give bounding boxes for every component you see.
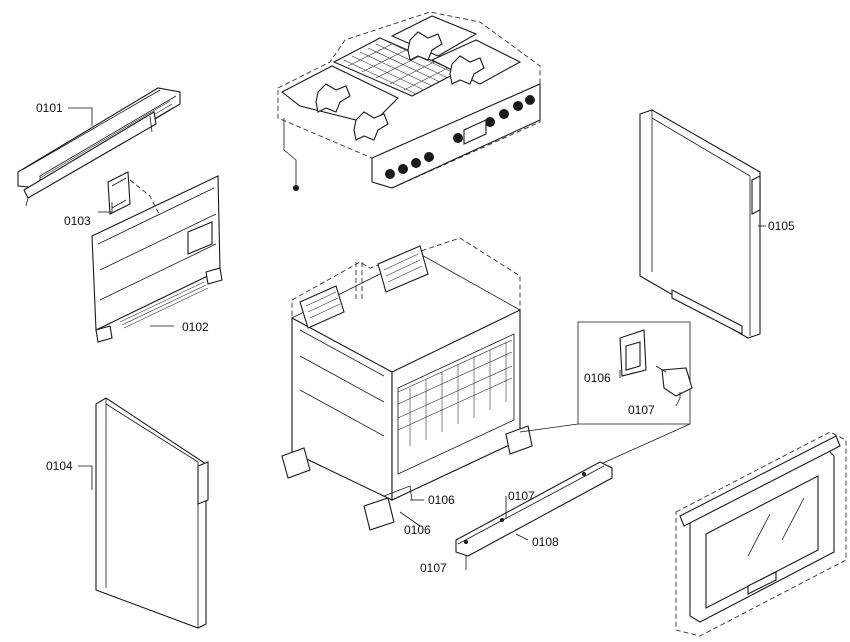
part-0101-trim-strip <box>17 87 181 207</box>
label-0106-callout: 0106 <box>584 371 611 385</box>
label-0101: 0101 <box>36 101 63 115</box>
label-0104: 0104 <box>46 459 73 473</box>
label-0107-rail: 0107 <box>508 489 535 503</box>
label-0102: 0102 <box>182 320 209 334</box>
part-0104-left-side-panel <box>95 397 209 629</box>
part-0102-rear-panel <box>91 175 223 343</box>
label-0107-callout: 0107 <box>628 403 655 417</box>
part-0105-right-side-panel <box>639 109 761 339</box>
cooktop-assembly <box>277 11 541 191</box>
label-0103: 0103 <box>64 214 91 228</box>
detail-callout-box <box>519 321 693 469</box>
label-0106-upper: 0106 <box>428 493 455 507</box>
label-0105: 0105 <box>768 219 795 233</box>
leader-lines <box>68 107 766 570</box>
part-0108-trim-rail <box>455 461 613 557</box>
chassis-oven-body <box>281 237 533 531</box>
label-0106-lower: 0106 <box>404 523 431 537</box>
part-labels: 0101 0103 0102 0104 0105 0106 0107 0106 … <box>36 101 795 575</box>
label-0107-lower: 0107 <box>420 561 447 575</box>
label-0108: 0108 <box>532 535 559 549</box>
part-0103-bracket <box>107 171 131 215</box>
oven-door <box>675 431 847 637</box>
